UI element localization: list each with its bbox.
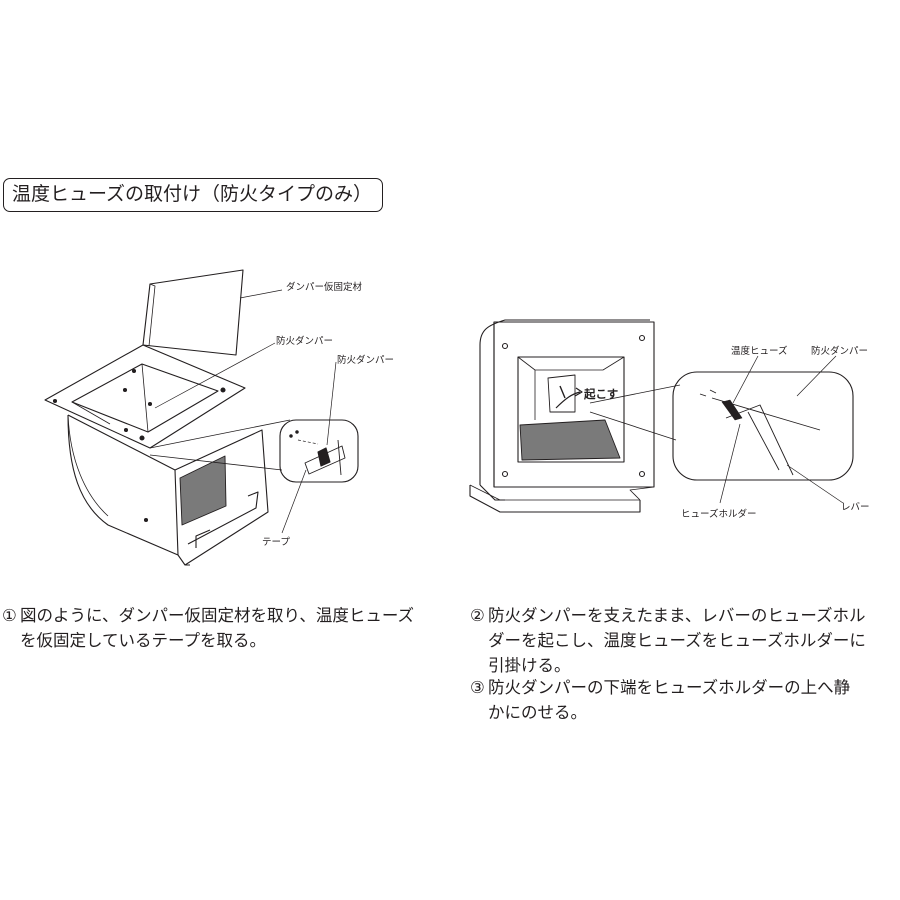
- label-temp-fuse: 温度ヒューズ: [731, 345, 788, 357]
- step-2-number: ②: [470, 606, 485, 625]
- label-fuse-holder: ヒューズホルダー: [681, 508, 757, 520]
- label-fire-damper: 防火ダンパー: [811, 345, 868, 357]
- section-title: 温度ヒューズの取付け（防火タイプのみ）: [3, 178, 383, 212]
- step-3-number: ③: [470, 678, 485, 697]
- label-tape: テープ: [262, 537, 290, 548]
- step-3-line-1: 防火ダンパーの下端をヒューズホルダーの上へ静: [488, 678, 851, 697]
- step-2-line-2: ダーを起こし、温度ヒューズをヒューズホルダーに: [488, 631, 866, 650]
- label-fire-damper-b: 防火ダンパー: [337, 354, 394, 366]
- step-1-line-2: を仮固定しているテープを取る。: [20, 631, 267, 650]
- step-1-number: ①: [2, 606, 17, 625]
- step-2-line-1: 防火ダンパーを支えたまま、レバーのヒューズホル: [488, 606, 866, 625]
- step-2-line-3: 引掛ける。: [488, 656, 571, 675]
- label-fire-damper-a: 防火ダンパー: [276, 335, 333, 347]
- label-lever: レバー: [841, 502, 870, 513]
- label-raise: 起こす: [583, 387, 618, 401]
- label-damper-temp-fix: ダンパー仮固定材: [286, 281, 363, 293]
- step-1-line-1: 図のように、ダンパー仮固定材を取り、温度ヒューズ: [20, 606, 415, 625]
- step-3-line-2: かにのせる。: [488, 703, 587, 722]
